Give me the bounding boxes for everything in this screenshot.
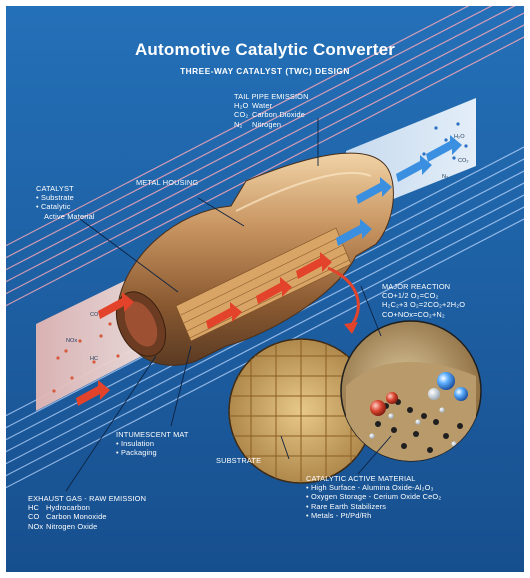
exhaust-gas-label: EXHAUST GAS - RAW EMISSION HC Hydrocarbon… — [28, 494, 146, 531]
exhaust-name: Nitrogen Oxide — [46, 521, 98, 531]
poster-frame: Automotive Catalytic Converter THREE-WAY… — [6, 6, 524, 572]
converter-illustration — [6, 6, 524, 572]
outlet-gas-n2: N₂ — [442, 174, 449, 180]
inlet-gas-particles — [52, 322, 120, 393]
exhaust-gas-row: HC Hydrocarbon — [28, 503, 146, 512]
catalyst-item: • Substrate — [36, 193, 74, 203]
page-subtitle: THREE-WAY CATALYST (TWC) DESIGN — [180, 66, 350, 76]
exhaust-gas-row: CO Carbon Monoxide — [28, 512, 146, 521]
catalyst-magnified-view — [340, 320, 482, 462]
exhaust-formula: HC — [28, 503, 39, 513]
inlet-flow-arrows — [76, 252, 332, 406]
exhaust-formula: CO — [28, 512, 40, 522]
reaction-line: H₂C₂+3 O₂=2CO₂+2H₂O — [382, 300, 466, 310]
active-material-heading: CATALYTIC ACTIVE MATERIAL — [306, 474, 416, 483]
tail-pipe-formula: H₂O — [234, 101, 249, 111]
outlet-gas-co2: CO₂ — [458, 158, 469, 164]
inlet-gas-hc: HC — [90, 356, 99, 362]
inlet-gas-nox: NOx — [66, 338, 78, 344]
exhaust-name: Hydrocarbon — [46, 503, 90, 513]
inlet-gas-co: CO — [90, 312, 99, 318]
tail-pipe-name: Water — [252, 101, 273, 111]
active-material-item: • Oxygen Storage - Cerium Oxide CeO₂ — [306, 492, 442, 502]
tail-pipe-formula: N₂ — [234, 119, 243, 129]
metal-housing-label: METAL HOUSING — [136, 178, 199, 187]
catalytic-active-material-label: CATALYTIC ACTIVE MATERIAL • High Surface… — [306, 474, 441, 520]
tail-pipe-formula: CO₂ — [234, 110, 249, 120]
tail-pipe-row: N₂ Nitrogen — [234, 120, 309, 129]
active-material-item: • Metals - Pt/Pd/Rh — [306, 510, 372, 520]
exhaust-name: Carbon Monoxide — [46, 512, 107, 522]
zoom-pointer-arrowhead — [344, 322, 358, 334]
intumescent-heading: INTUMESCENT MAT — [116, 430, 189, 439]
catalyst-heading: CATALYST — [36, 184, 74, 193]
active-material-item: • Rare Earth Stabilizers — [306, 501, 387, 511]
catalyst-label: CATALYST • Substrate • Catalytic Active … — [36, 184, 95, 221]
tail-pipe-heading: TAIL PIPE EMISSION — [234, 92, 309, 101]
outlet-gas-h2o: H₂O — [454, 134, 465, 140]
substrate-label: SUBSTRATE — [216, 456, 262, 465]
page-title: Automotive Catalytic Converter — [134, 40, 396, 59]
intumescent-mat-label: INTUMESCENT MAT • Insulation • Packaging — [116, 430, 189, 458]
major-reaction-label: MAJOR REACTION CO+1/2 O₂=CO₂ H₂C₂+3 O₂=2… — [382, 282, 465, 319]
intumescent-item: • Packaging — [116, 448, 157, 458]
outlet-flow-arrows — [336, 135, 462, 246]
intumescent-item: • Insulation — [116, 439, 155, 449]
catalyst-item: Active Material — [44, 211, 95, 221]
metal-housing-body — [115, 152, 394, 366]
reaction-line: CO+NOx=CO₂+N₂ — [382, 309, 445, 319]
zoom-pointer-arrow — [327, 266, 360, 327]
active-material-item: • High Surface - Alumina Oxide-Al₂O₃ — [306, 483, 434, 493]
exhaust-formula: NOx — [28, 521, 44, 531]
outlet-gas-particles — [422, 122, 468, 160]
tail-pipe-name: Carbon Dioxide — [252, 110, 306, 120]
tail-pipe-name: Nitrogen — [252, 119, 282, 129]
major-reaction-heading: MAJOR REACTION — [382, 282, 451, 291]
leader-lines — [65, 118, 392, 492]
catalyst-item: • Catalytic — [36, 202, 71, 212]
exhaust-gas-heading: EXHAUST GAS - RAW EMISSION — [28, 494, 147, 503]
reaction-line: CO+1/2 O₂=CO₂ — [382, 291, 439, 301]
